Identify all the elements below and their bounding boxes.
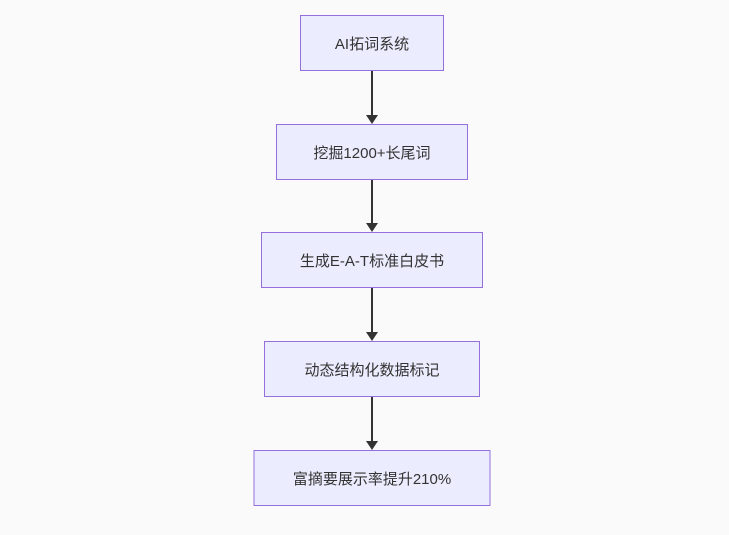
flow-arrow-3	[366, 288, 378, 341]
flow-arrow-1	[366, 71, 378, 124]
arrow-shaft	[371, 288, 373, 332]
flow-node-eat-whitepaper: 生成E-A-T标准白皮书	[261, 232, 483, 288]
flow-node-label: 挖掘1200+长尾词	[313, 144, 431, 162]
flow-arrow-2	[366, 180, 378, 232]
arrow-head-icon	[366, 441, 378, 450]
flow-node-ai-keyword-system: AI拓词系统	[300, 15, 444, 71]
arrow-head-icon	[366, 115, 378, 124]
flow-node-structured-data: 动态结构化数据标记	[264, 341, 480, 397]
arrow-shaft	[371, 397, 373, 441]
flow-node-longtail-mining: 挖掘1200+长尾词	[276, 124, 468, 180]
flow-node-label: 生成E-A-T标准白皮书	[299, 252, 445, 270]
arrow-shaft	[371, 71, 373, 115]
flow-node-label: AI拓词系统	[334, 35, 410, 53]
arrow-head-icon	[366, 223, 378, 232]
arrow-shaft	[371, 180, 373, 223]
flow-node-rich-snippet-result: 富摘要展示率提升210%	[253, 450, 491, 506]
flow-arrow-4	[366, 397, 378, 450]
flow-node-label: 富摘要展示率提升210%	[292, 470, 452, 488]
arrow-head-icon	[366, 332, 378, 341]
flow-node-label: 动态结构化数据标记	[304, 361, 440, 379]
